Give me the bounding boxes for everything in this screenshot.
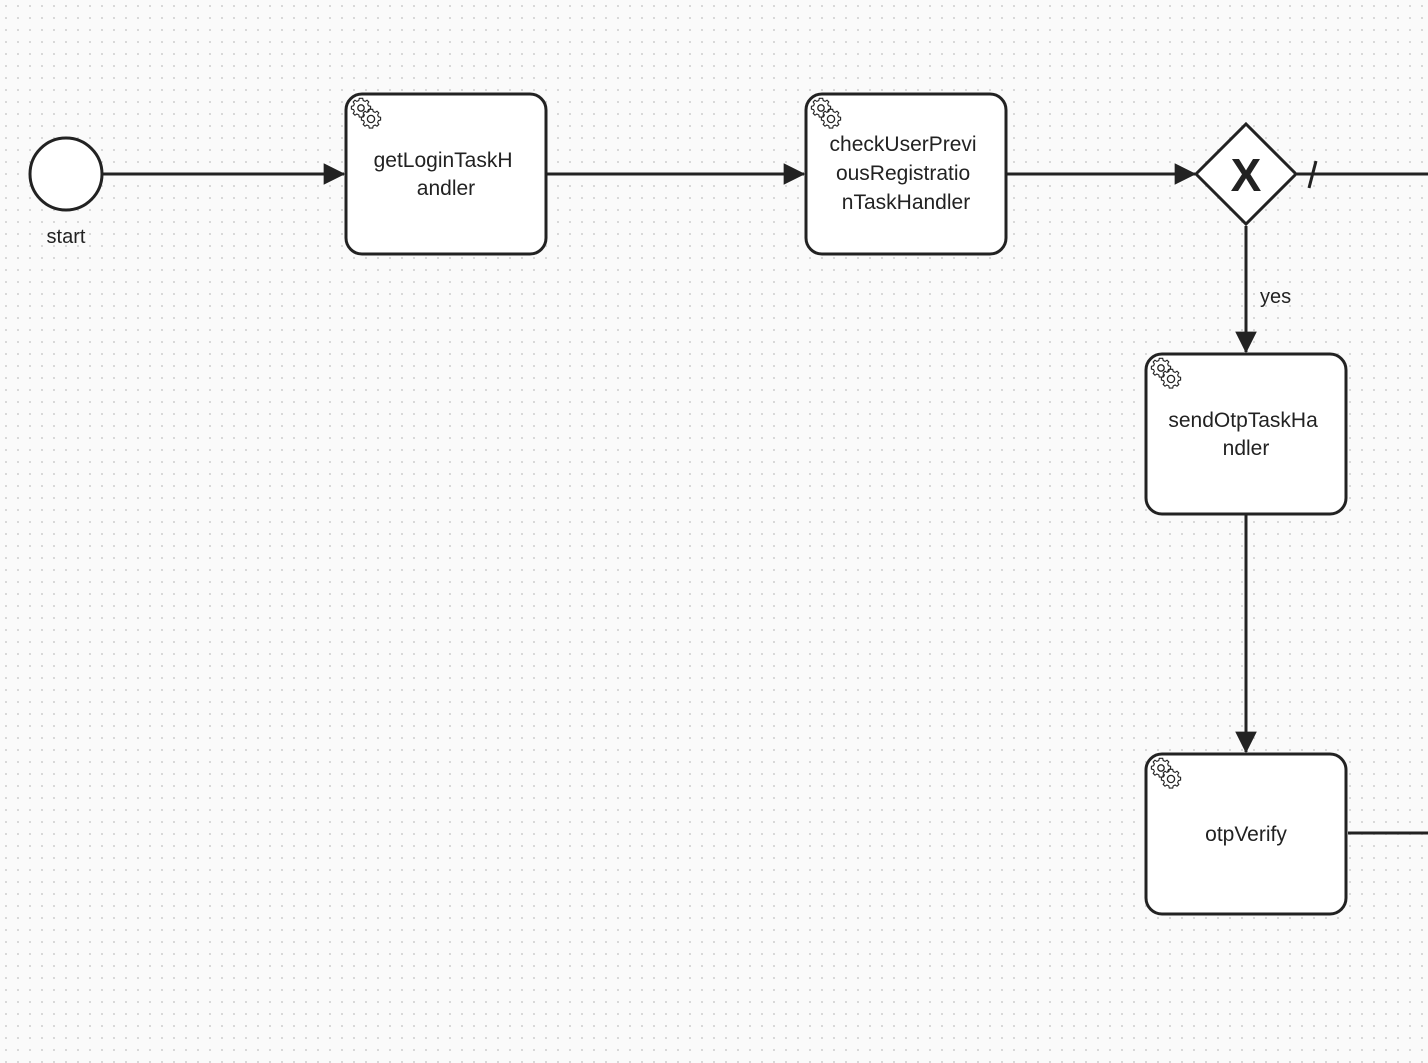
task-label-line: getLoginTaskH	[374, 149, 513, 172]
task-get-login-task-handler[interactable]: getLoginTaskH andler	[344, 92, 548, 256]
gateway-x-marker: X	[1231, 149, 1262, 201]
flow-label-yes: yes	[1260, 286, 1291, 308]
task-send-otp-task-handler[interactable]: sendOtpTaskHa ndler	[1144, 352, 1348, 516]
task-label: getLoginTaskH andler	[374, 149, 519, 200]
start-event[interactable]	[28, 136, 104, 212]
task-label-line: sendOtpTaskHa	[1168, 409, 1318, 432]
task-check-user-previous-registration[interactable]: checkUserPrevi ousRegistratio nTaskHandl…	[804, 92, 1008, 256]
task-label-line: ndler	[1223, 437, 1270, 460]
task-label-line: checkUserPrevi	[830, 133, 977, 156]
default-flow-marker	[1307, 160, 1318, 189]
start-event-label: start	[47, 226, 86, 248]
task-label-line: nTaskHandler	[842, 191, 970, 214]
task-label: checkUserPrevi ousRegistratio nTaskHandl…	[830, 133, 983, 214]
task-otp-verify[interactable]: otpVerify	[1144, 752, 1348, 916]
task-label-line: ousRegistratio	[836, 162, 970, 185]
exclusive-gateway[interactable]: X	[1193, 121, 1299, 227]
task-label: sendOtpTaskHa ndler	[1168, 409, 1323, 460]
task-label: otpVerify	[1205, 823, 1287, 846]
task-label-line: andler	[417, 177, 475, 200]
task-label-line: otpVerify	[1205, 823, 1287, 846]
